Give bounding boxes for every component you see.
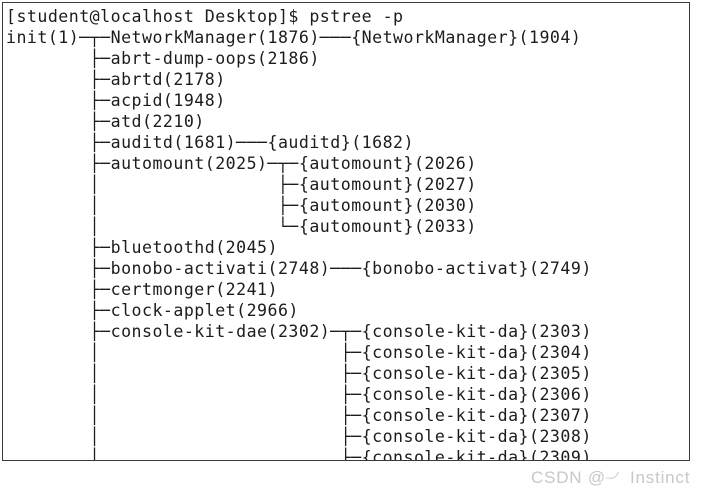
terminal-line: ├─bonobo-activati(2748)───{bonobo-activa… xyxy=(6,259,592,278)
terminal-line: ├─acpid(1948) xyxy=(6,91,226,110)
terminal-line: ├─atd(2210) xyxy=(6,112,205,131)
terminal-line: │ ├─{automount}(2030) xyxy=(6,196,477,215)
watermark-suffix: Instinct xyxy=(630,468,691,487)
terminal-line: ├─certmonger(2241) xyxy=(6,280,278,299)
terminal-line: ├─bluetoothd(2045) xyxy=(6,238,278,257)
terminal-line: ├─clock-applet(2966) xyxy=(6,301,299,320)
terminal-line: │ ├─{console-kit-da}(2308) xyxy=(6,427,592,446)
watermark-swash-icon xyxy=(606,472,619,485)
terminal-line: │ ├─{automount}(2027) xyxy=(6,175,477,194)
watermark-prefix: CSDN @ xyxy=(531,468,606,487)
terminal-line-prompt-command: [student@localhost Desktop]$ pstree -p xyxy=(6,7,404,26)
terminal-line: │ └─{automount}(2033) xyxy=(6,217,477,236)
terminal-line: ├─automount(2025)─┬─{automount}(2026) xyxy=(6,154,477,173)
terminal-line: │ ├─{console-kit-da}(2306) xyxy=(6,385,592,404)
terminal-line: init(1)─┬─NetworkManager(1876)───{Networ… xyxy=(6,28,582,47)
terminal-line: ├─console-kit-dae(2302)─┬─{console-kit-d… xyxy=(6,322,592,341)
terminal-window[interactable]: [student@localhost Desktop]$ pstree -p i… xyxy=(2,2,690,461)
csdn-watermark: CSDN @ Instinct xyxy=(531,468,690,488)
terminal-line: │ ├─{console-kit-da}(2307) xyxy=(6,406,592,425)
terminal-line-clipped: │ ├─{console-kit-da}(2309) xyxy=(6,448,592,460)
terminal-line: ├─auditd(1681)───{auditd}(1682) xyxy=(6,133,414,152)
terminal-line: ├─abrt-dump-oops(2186) xyxy=(6,49,320,68)
terminal-line: ├─abrtd(2178) xyxy=(6,70,226,89)
terminal-output-area[interactable]: [student@localhost Desktop]$ pstree -p i… xyxy=(3,3,689,460)
terminal-line: │ ├─{console-kit-da}(2305) xyxy=(6,364,592,383)
terminal-line: │ ├─{console-kit-da}(2304) xyxy=(6,343,592,362)
